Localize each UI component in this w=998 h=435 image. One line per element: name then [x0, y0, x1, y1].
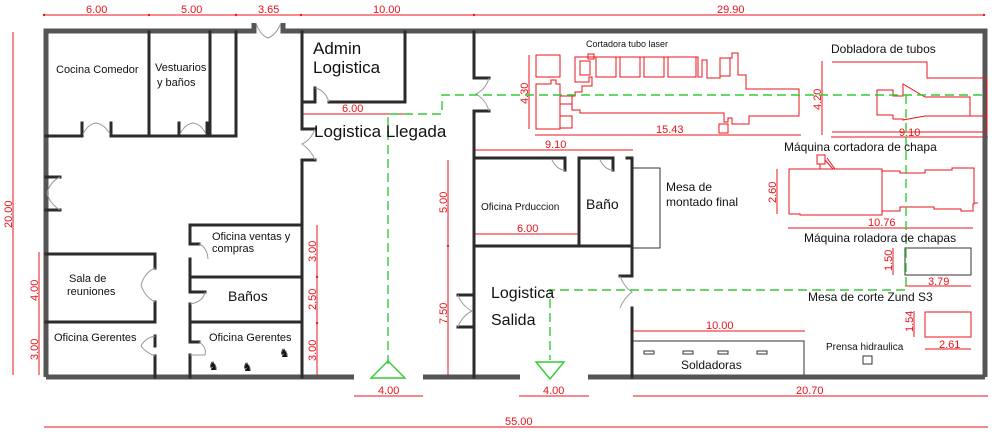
room-label-mesa-montado-2: montado final	[666, 195, 738, 209]
assembly-table	[633, 167, 661, 249]
entry-arrow-icon	[369, 360, 407, 379]
sheet-cutter	[788, 154, 978, 216]
room-label-sala-2: reuniones	[67, 286, 116, 298]
machine-label-prensa: Prensa hidraulica	[826, 342, 904, 353]
dim-label: 3.65	[258, 4, 279, 16]
dim-label: 4.20	[812, 89, 824, 110]
room-label-gerentes-left: Oficina Gerentes	[54, 332, 137, 344]
dim-label: 20.70	[796, 385, 824, 397]
material-flow-path	[369, 94, 985, 381]
dim-label: 1.50	[883, 250, 895, 271]
dim-label: 10.76	[868, 217, 896, 229]
dim-label: 6.00	[86, 4, 107, 16]
dim-label: 2.50	[307, 289, 319, 310]
dim-label: 15.43	[656, 124, 684, 136]
welding-bench	[633, 340, 805, 375]
room-label-mesa-montado: Mesa de	[666, 180, 712, 194]
room-label-vestuarios-2: y baños	[157, 77, 196, 89]
room-labels: Cocina Comedor Vestuarios y baños Admin …	[54, 39, 738, 344]
room-label-admin: Admin	[313, 39, 361, 58]
dim-label: 4.00	[543, 385, 564, 397]
machine-label-roladora: Máquina roladora de chapas	[804, 231, 956, 245]
dim-label: 4.00	[378, 385, 399, 397]
exit-arrow-icon	[534, 361, 566, 381]
machine-label-laser: Cortadora tubo laser	[586, 39, 668, 49]
room-label-ventas-2: compras	[212, 243, 255, 255]
machine-labels: Cortadora tubo laser Dobladora de tubos …	[586, 39, 956, 372]
dim-label: 4.30	[519, 83, 531, 104]
room-label-banos: Baños	[228, 288, 268, 304]
tube-bender	[832, 61, 988, 133]
room-label-sala: Sala de	[69, 273, 106, 285]
hydraulic-press	[862, 355, 873, 365]
dim-label: 3.00	[29, 339, 41, 360]
room-label-cocina: Cocina Comedor	[56, 64, 139, 76]
dimension-labels: 6.00 5.00 3.65 10.00 29.90 20.00 4.00 3.…	[3, 4, 960, 428]
room-label-gerentes-right: Oficina Gerentes	[209, 332, 292, 344]
dim-label: 7.50	[438, 303, 450, 324]
dim-label: 5.00	[181, 4, 202, 16]
dim-label: 2.61	[939, 339, 960, 351]
room-label-llegada: Logistica Llegada	[314, 122, 447, 141]
dim-label: 9.10	[899, 127, 920, 139]
dimension-lines	[12, 13, 988, 428]
dim-label: 2.60	[767, 182, 779, 203]
dim-label: 6.00	[517, 223, 538, 235]
room-label-oficina-produccion: Oficina Prduccion	[481, 202, 559, 213]
machines: ♞ ♞ ♞	[208, 52, 988, 375]
welder	[643, 350, 655, 355]
dim-label: 10.00	[373, 4, 401, 16]
walls	[43, 23, 988, 380]
dim-label: 10.00	[706, 320, 734, 332]
dim-label: 1.54	[904, 311, 916, 332]
chair-icons: ♞ ♞ ♞	[208, 346, 290, 374]
welder	[756, 350, 768, 355]
room-label-vestuarios: Vestuarios	[155, 62, 207, 74]
zund-cutting-table	[924, 311, 972, 338]
doors	[46, 22, 633, 357]
dim-label: 55.00	[505, 416, 533, 428]
dim-label: 4.00	[29, 280, 41, 301]
chair-icon: ♞	[208, 359, 219, 373]
dim-label: 3.00	[307, 241, 319, 262]
dim-label: 20.00	[3, 200, 15, 228]
dim-label: 9.10	[545, 139, 566, 151]
room-label-salida-2: Salida	[491, 312, 536, 329]
machine-label-cortadora-chapa: Máquina cortadora de chapa	[784, 140, 937, 154]
room-label-salida: Logistica	[491, 285, 554, 302]
room-label-ventas: Oficina ventas y	[212, 231, 291, 243]
machine-label-zund: Mesa de corte Zund S3	[808, 290, 933, 304]
dim-label: 6.00	[342, 103, 363, 115]
chair-icon: ♞	[242, 360, 253, 374]
room-label-admin-2: Logistica	[313, 58, 381, 77]
welder	[717, 350, 729, 355]
dim-label: 3.79	[928, 276, 949, 288]
sheet-roller	[904, 247, 972, 276]
dim-label: 5.00	[438, 192, 450, 213]
chair-icon: ♞	[279, 346, 290, 360]
machine-label-soldadoras: Soldadoras	[681, 358, 742, 372]
machine-label-dobladora: Dobladora de tubos	[831, 42, 936, 56]
dim-label: 29.90	[717, 4, 745, 16]
room-label-bano: Baño	[586, 196, 619, 212]
laser-tube-cutter	[535, 52, 800, 134]
dim-label: 3.00	[307, 340, 319, 361]
welder	[682, 350, 694, 355]
